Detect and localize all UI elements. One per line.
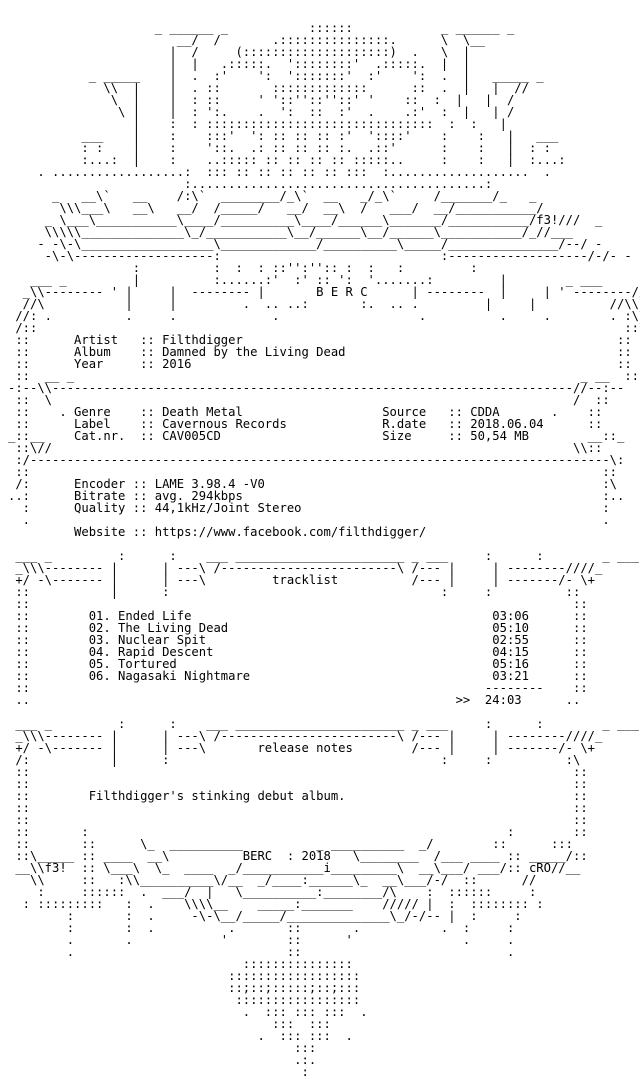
nfo-line: :: ::	[8, 801, 588, 815]
nfo-line: . ..................: ::: :: :: :: :: ::…	[8, 165, 551, 179]
nfo-line: ::\_____ :: ____ __\ BERC : 2018 \______…	[8, 849, 588, 863]
nfo-line: : : . -\-\__/_____/______________\_/-/--…	[8, 909, 522, 923]
nfo-line: :: 06. Nagasaki Nightmare 03:21 ::	[8, 669, 588, 683]
nfo-line: ::;::;:::::;::;:::	[8, 981, 361, 995]
nfo-line: ___ _ : : ___ _______________________ _ …	[8, 717, 640, 731]
nfo-line: : ::::::::: : . \\\\__ _____:_______ ///…	[8, 897, 544, 911]
nfo-line: :: __ _ _ __ ::	[8, 369, 640, 383]
nfo-line: \\\\\______________\_/___________\__/___…	[8, 225, 573, 239]
nfo-line: ::: :::	[8, 1017, 331, 1031]
nfo-line: __\\f3! :: \___\ \_ ____ _/___________i_…	[8, 861, 581, 875]
nfo-line: _ \___\___________\____/__________\____/…	[8, 213, 603, 227]
nfo-line: :: -------- ::	[8, 681, 588, 695]
nfo-line: . . ' :: ' . .	[8, 933, 515, 947]
nfo-line: : Quality :: 44,1kHz/Joint Stereo :	[8, 501, 610, 515]
nfo-line: . ::: ::: ::: .	[8, 1005, 368, 1019]
nfo-line: :	[8, 1065, 309, 1079]
nfo-line: . .	[8, 513, 610, 527]
nfo-line: :: ::	[8, 813, 588, 827]
nfo-line: _ __\` __ /:\` ________/_\` __ _/_\` /__…	[8, 189, 537, 203]
nfo-line: : : | : '::. .: :: :: :: :. .::' : : | :…	[8, 141, 551, 155]
nfo-line: :.......................................…	[8, 177, 493, 191]
nfo-line: :: Artist :: Filthdigger ::	[8, 333, 632, 347]
nfo-line: \\ | | . :: ::::::::::::: :: . | | //	[8, 81, 529, 95]
nfo-line: : : . . :: . . : :	[8, 921, 515, 935]
nfo-line: :: 04. Rapid Descent 04:15 ::	[8, 645, 588, 659]
nfo-line: :: Album :: Damned by the Living Dead ::	[8, 345, 632, 359]
nfo-line: :: ::	[8, 777, 588, 791]
nfo-line: :: \ / ::	[8, 393, 610, 407]
nfo-line: :...: | : ..::::: :: :: :: :: :::::.. : …	[8, 153, 566, 167]
nfo-line: :: Filthdigger's stinking debut album. :…	[8, 789, 588, 803]
nfo-line: - -\-\__________________\_____________/_…	[8, 237, 603, 251]
nfo-line: \ | | : :: ' '::''::''::' ' :: : | | /	[8, 93, 515, 107]
nfo-line: :: ::	[8, 597, 588, 611]
nfo-ascii-document: _ ______ _ :::::: _ ______ _ __/ / .::::…	[8, 22, 640, 1078]
nfo-line: Website :: https://www.facebook.com/filt…	[8, 525, 427, 539]
nfo-line: _ _____ | . :' ': ':::::::' :' ': . | __…	[8, 69, 544, 83]
nfo-line: :: ::	[8, 465, 618, 479]
nfo-line: +/ -\------- | | ---\ release notes /---…	[8, 741, 595, 755]
nfo-line: . ::: ::: .	[8, 1029, 353, 1043]
nfo-line: :: 02. The Living Dead 05:10 ::	[8, 621, 588, 635]
nfo-line: :: :: \_ __________ _ __________ _/ :: :…	[8, 837, 573, 851]
nfo-line: __/ / .:::::::::::::::. \ \__	[8, 33, 485, 47]
nfo-line: ___ | : :::' ': :: :: :: :' '::::' : : |…	[8, 129, 559, 143]
nfo-line: . :: .	[8, 945, 515, 959]
nfo-line: \ | | : ':. . ': :: :' . .:' : | | /	[8, 105, 515, 119]
nfo-line: _ ______ _ :::::: _ ______ _	[8, 21, 515, 35]
nfo-line: ___ _ : : ___ _______________________ _ …	[8, 549, 640, 563]
nfo-line: //: . . . . . . . . :\\	[8, 309, 640, 323]
nfo-line: \\ :: :\\__________\/__ _/____:______\_ …	[8, 873, 537, 887]
nfo-line: :: 05. Tortured 05:16 ::	[8, 657, 588, 671]
nfo-line: :: ::	[8, 765, 588, 779]
nfo-line: //\ | | . .. ..: :. .. . | | //\\	[8, 297, 640, 311]
nfo-line: :::::::::::::::	[8, 957, 353, 971]
nfo-line: | : : ::::::::::::::::::::::::::::::: : …	[8, 117, 507, 131]
nfo-line: ::::::::::::::::::	[8, 969, 361, 983]
nfo-line: | | .:::::. '::::::::' .:::::. | |	[8, 57, 471, 71]
nfo-line: :: . Genre :: Death Metal Source :: CDDA…	[8, 405, 603, 419]
nfo-line: _\\\-------- | | ---\ /-----------------…	[8, 561, 603, 575]
nfo-line: .. >> 24:03 ..	[8, 693, 581, 707]
nfo-line: ..: Bitrate :: avg. 294kbps :..	[8, 489, 625, 503]
nfo-line: \\\___\ __\ __/ /_____/ __/ __\ / ___/ _…	[8, 201, 544, 215]
nfo-line: :/--------------------------------------…	[8, 453, 625, 467]
nfo-line: :: : : ::	[8, 825, 588, 839]
nfo-line: -:--\\----------------------------------…	[8, 381, 625, 395]
nfo-line: : : : : ::'':'':: : : : :	[8, 261, 478, 275]
nfo-line: | / (::::::::::::::::::::) . \ |	[8, 45, 471, 59]
nfo-line: ::\// \\::	[8, 441, 603, 455]
nfo-line: :: 01. Ended Life 03:06 ::	[8, 609, 588, 623]
nfo-line: _\\-------- ' | | -------- | B E R C | -…	[8, 285, 640, 299]
nfo-line: : :::::: . ___/ | \__________:________/\…	[8, 885, 537, 899]
nfo-line: ___ _ | :......:' :' :: ': '.......: | _…	[8, 273, 603, 287]
nfo-line: _\\\-------- | | ---\ /-----------------…	[8, 729, 603, 743]
nfo-line: :: Label :: Cavernous Records R.date :: …	[8, 417, 603, 431]
nfo-line: _::__ Cat.nr. :: CAV005CD Size :: 50,54 …	[8, 429, 625, 443]
nfo-line: /:: ::\	[8, 321, 640, 335]
nfo-line: +/ -\------- | | ---\ tracklist /--- | |…	[8, 573, 595, 587]
nfo-line: :: | : : : ::	[8, 585, 581, 599]
nfo-line: :: Year :: 2016 ::	[8, 357, 632, 371]
nfo-line: :: 03. Nuclear Spit 02:55 ::	[8, 633, 588, 647]
nfo-line: -\-\-------------------: :--------------…	[8, 249, 632, 263]
nfo-line: /: Encoder :: LAME 3.98.4 -V0 :\	[8, 477, 618, 491]
nfo-line: :::::::::::::::::	[8, 993, 361, 1007]
nfo-line: /: | : : : :\	[8, 753, 581, 767]
